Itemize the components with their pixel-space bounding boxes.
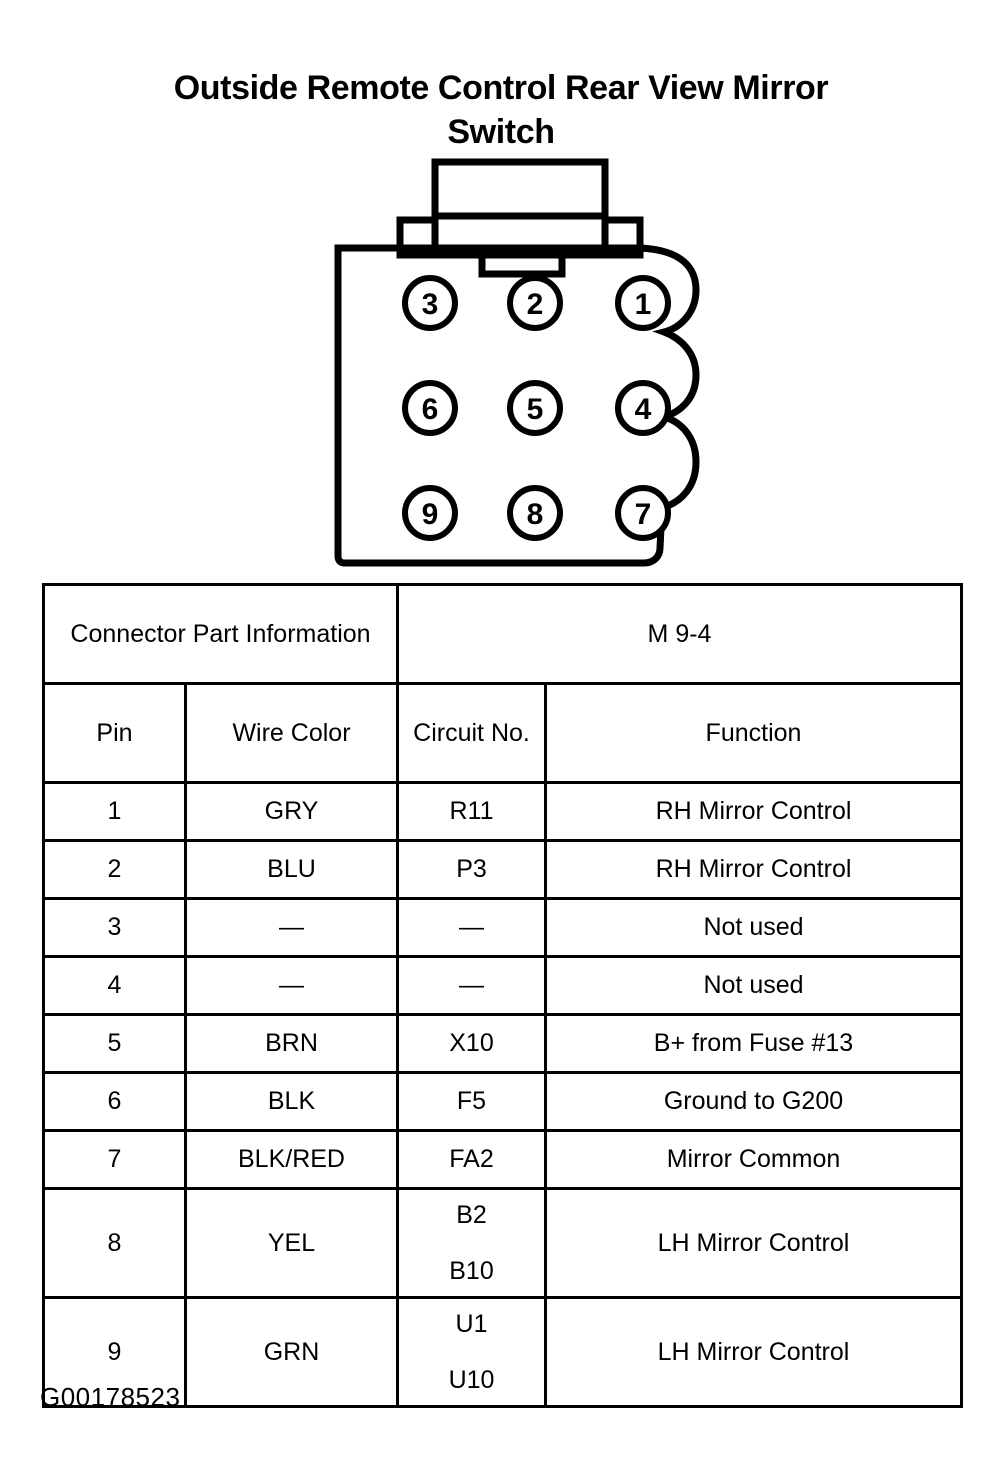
cell-circuit-no-line-2: U10 — [448, 1366, 495, 1394]
pin-number-9: 9 — [422, 498, 439, 531]
latch-right-ear — [601, 216, 644, 259]
cell-wire-color: GRY — [184, 781, 399, 842]
pin-number-8: 8 — [527, 498, 544, 531]
cell-function: Mirror Common — [544, 1129, 963, 1190]
cell-pin: 2 — [42, 839, 187, 900]
cell-pin: 9 — [42, 1296, 187, 1408]
page-title-line-1: Outside Remote Control Rear View Mirror — [173, 69, 829, 107]
pin-circle-4 — [615, 380, 671, 436]
pin-circle-6 — [402, 380, 458, 436]
column-header-pin: Pin — [42, 682, 187, 784]
cell-pin: 5 — [42, 1013, 187, 1074]
pin-circle-5 — [507, 380, 563, 436]
cell-function: Not used — [544, 897, 963, 958]
latch-top-block — [431, 158, 609, 220]
connector-pinout-table: Connector Part Information M 9-4 Pin Wir… — [42, 583, 963, 1408]
cell-function: LH Mirror Control — [544, 1187, 963, 1299]
pin-circle-3 — [402, 275, 458, 331]
table-row: 7 BLK/RED FA2 Mirror Common — [42, 1129, 963, 1190]
pin-number-7: 7 — [635, 498, 652, 531]
page-title: Outside Remote Control Rear View Mirror … — [80, 66, 922, 154]
cell-wire-color: YEL — [184, 1187, 399, 1299]
cell-pin: 3 — [42, 897, 187, 958]
table-row: 4 — — Not used — [42, 955, 963, 1016]
table-header-row: Pin Wire Color Circuit No. Function — [42, 682, 963, 784]
cell-wire-color: — — [184, 897, 399, 958]
column-header-wire-color: Wire Color — [184, 682, 399, 784]
connector-part-info-row: Connector Part Information M 9-4 — [42, 583, 963, 685]
table-row: 6 BLK F5 Ground to G200 — [42, 1071, 963, 1132]
pin-number-5: 5 — [527, 393, 544, 426]
figure-reference-code: G00178523 — [40, 1382, 181, 1412]
cell-circuit-no: P3 — [396, 839, 547, 900]
table-row: 5 BRN X10 B+ from Fuse #13 — [42, 1013, 963, 1074]
page-title-line-2: Switch — [447, 113, 555, 151]
column-header-function: Function — [544, 682, 963, 784]
cell-function: Ground to G200 — [544, 1071, 963, 1132]
pin-circle-2 — [507, 275, 563, 331]
cell-function: RH Mirror Control — [544, 781, 963, 842]
cell-circuit-no-line-1: B2 — [456, 1201, 487, 1229]
table-row: 3 — — Not used — [42, 897, 963, 958]
cell-circuit-no: X10 — [396, 1013, 547, 1074]
table-row: 2 BLU P3 RH Mirror Control — [42, 839, 963, 900]
cell-circuit-no-line-1: U1 — [455, 1310, 488, 1338]
cell-circuit-no: F5 — [396, 1071, 547, 1132]
connector-part-info-value: M 9-4 — [396, 583, 963, 685]
connector-diagram: 1 2 3 4 5 6 7 8 9 — [330, 150, 720, 575]
cell-circuit-no: FA2 — [396, 1129, 547, 1190]
table-row: 1 GRY R11 RH Mirror Control — [42, 781, 963, 842]
table-row: 9 GRN U1 U10 LH Mirror Control — [42, 1296, 963, 1408]
cell-circuit-no: R11 — [396, 781, 547, 842]
cell-function: B+ from Fuse #13 — [544, 1013, 963, 1074]
latch-left-ear — [396, 216, 439, 259]
cell-circuit-no: — — [396, 955, 547, 1016]
cell-circuit-no: B2 B10 — [396, 1187, 547, 1299]
cell-pin: 6 — [42, 1071, 187, 1132]
connector-outline-svg: 1 2 3 4 5 6 7 8 9 — [334, 158, 700, 567]
pin-circle-9 — [402, 485, 458, 541]
cell-function: Not used — [544, 955, 963, 1016]
cell-function: RH Mirror Control — [544, 839, 963, 900]
cell-wire-color: — — [184, 955, 399, 1016]
latch-bottom-tab — [478, 251, 566, 278]
cell-wire-color: GRN — [184, 1296, 399, 1408]
cell-wire-color: BLK — [184, 1071, 399, 1132]
column-header-circuit-no: Circuit No. — [396, 682, 547, 784]
cell-pin: 7 — [42, 1129, 187, 1190]
pin-number-4: 4 — [635, 393, 652, 426]
cell-circuit-no: — — [396, 897, 547, 958]
pin-number-1: 1 — [635, 288, 652, 321]
cell-pin: 4 — [42, 955, 187, 1016]
cell-wire-color: BLU — [184, 839, 399, 900]
cell-pin: 8 — [42, 1187, 187, 1299]
pin-circle-1 — [615, 275, 671, 331]
connector-part-info-label: Connector Part Information — [42, 583, 399, 685]
cell-pin: 1 — [42, 781, 187, 842]
pin-number-6: 6 — [422, 393, 439, 426]
cell-wire-color: BLK/RED — [184, 1129, 399, 1190]
pin-circle-8 — [507, 485, 563, 541]
cell-circuit-no-line-2: B10 — [449, 1257, 494, 1285]
cell-function: LH Mirror Control — [544, 1296, 963, 1408]
cell-circuit-no: U1 U10 — [396, 1296, 547, 1408]
pin-number-2: 2 — [527, 288, 544, 321]
table-row: 8 YEL B2 B10 LH Mirror Control — [42, 1187, 963, 1299]
cell-wire-color: BRN — [184, 1013, 399, 1074]
pin-number-3: 3 — [422, 288, 439, 321]
pin-circle-group — [402, 275, 671, 541]
pin-number-group: 1 2 3 4 5 6 7 8 9 — [422, 288, 652, 531]
pin-circle-7 — [615, 485, 671, 541]
